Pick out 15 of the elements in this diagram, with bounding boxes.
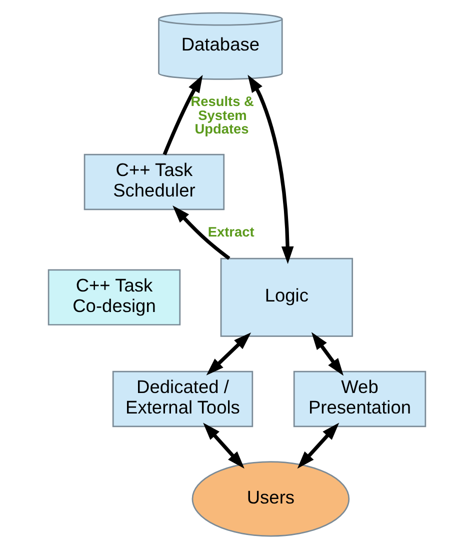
- arrow: [248, 74, 294, 264]
- edge-label: Results & System Updates: [190, 94, 254, 137]
- arrow: [162, 74, 203, 156]
- node-box: C++ Task Co-design: [48, 269, 181, 326]
- arrow: [206, 332, 252, 376]
- node-ellipse: Users: [192, 461, 350, 537]
- arrow: [172, 205, 230, 260]
- node-box: Dedicated / External Tools: [112, 370, 254, 428]
- node-box: Web Presentation: [293, 370, 426, 428]
- arrow: [311, 332, 344, 376]
- arrow: [297, 422, 340, 469]
- arrow: [203, 422, 244, 469]
- edge-label: Extract: [208, 224, 254, 240]
- node-box: C++ Task Scheduler: [84, 154, 225, 210]
- node-box: Logic: [220, 258, 354, 337]
